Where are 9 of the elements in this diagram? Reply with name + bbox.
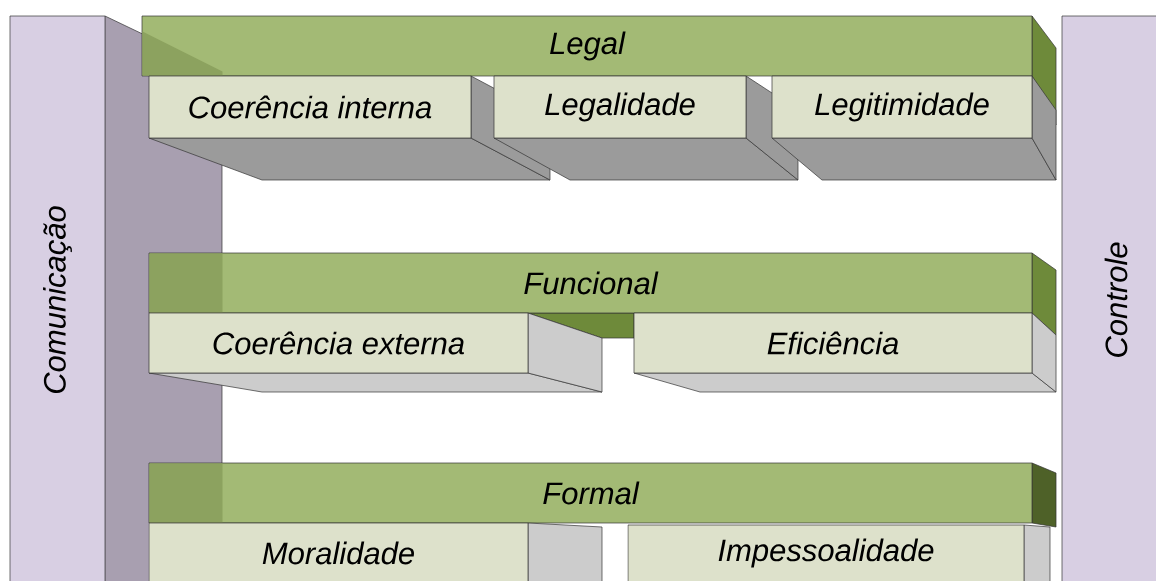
principle-block: Legitimidade <box>771 75 1057 181</box>
principle-block: Coerência externa <box>148 312 603 393</box>
category-bar: Formal <box>148 462 1057 528</box>
principle-block: Moralidade <box>148 522 603 581</box>
side-pillar: Controle <box>1061 15 1156 581</box>
principle-block: Impessoalidade <box>627 524 1051 581</box>
principle-block: Eficiência <box>633 312 1057 393</box>
node-label: Comunicação <box>43 206 72 394</box>
principle-block: Legalidade <box>493 75 799 181</box>
